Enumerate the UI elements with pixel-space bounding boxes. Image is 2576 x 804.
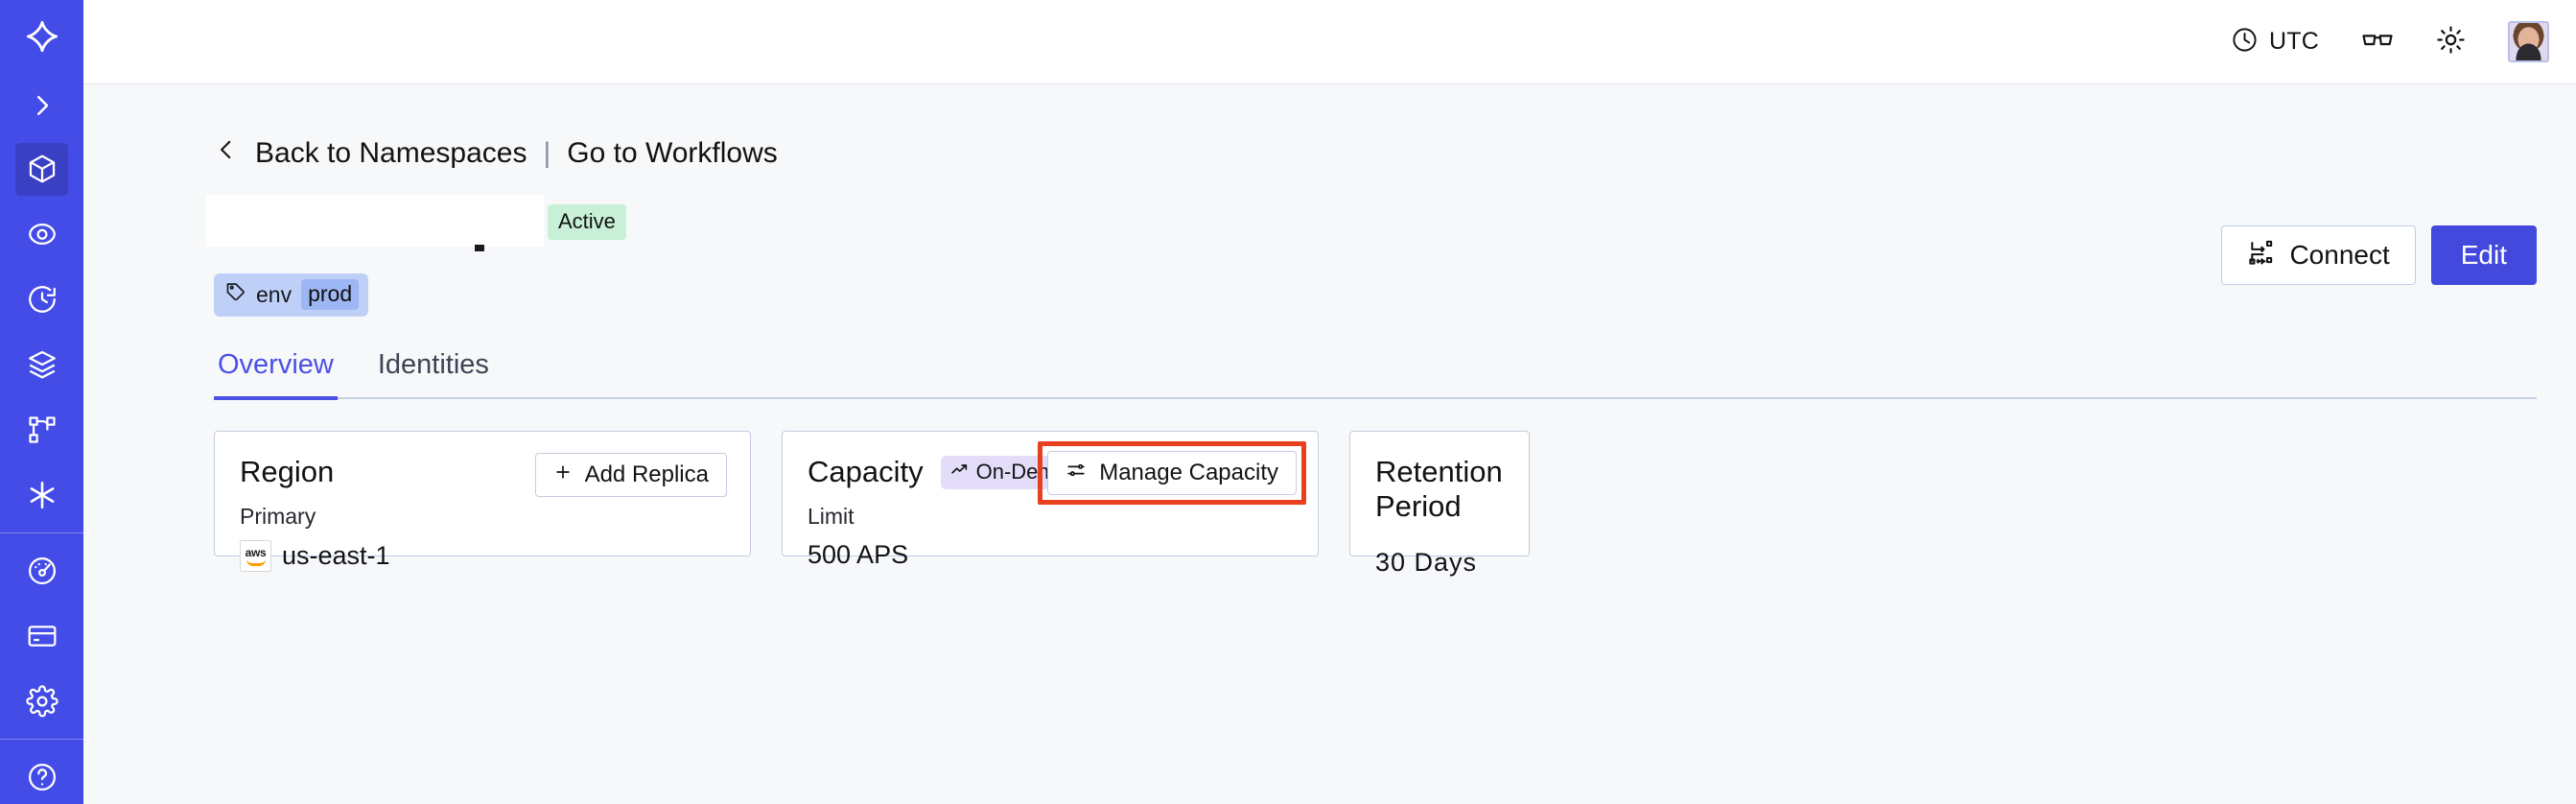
status-badge: Active — [548, 204, 626, 240]
region-card: Region Add Replica Primary aws us-east-1 — [214, 431, 751, 572]
sidebar-divider-2 — [0, 739, 83, 740]
tab-overview[interactable]: Overview — [214, 349, 338, 400]
sidebar-item-help[interactable] — [0, 745, 83, 804]
chevron-left-icon[interactable] — [214, 135, 239, 172]
sidebar — [0, 0, 83, 804]
sun-icon — [2436, 25, 2466, 59]
tab-bar: Overview Identities — [214, 349, 2537, 400]
trending-up-icon — [950, 460, 970, 485]
region-value-row: aws us-east-1 — [240, 540, 725, 572]
retention-card-title: Retention Period — [1375, 455, 1503, 523]
manage-capacity-label: Manage Capacity — [1099, 460, 1278, 485]
gauge-icon — [15, 545, 68, 598]
credit-card-icon — [15, 610, 68, 663]
sidebar-item-settings[interactable] — [0, 669, 83, 734]
retention-card: Retention Period 30 Days — [1349, 431, 1530, 577]
sidebar-item-nexus[interactable] — [0, 462, 83, 528]
eye-spiral-icon — [15, 208, 68, 261]
sidebar-divider-1 — [0, 532, 83, 533]
glasses-icon — [2361, 26, 2394, 58]
add-replica-button[interactable]: Add Replica — [534, 453, 727, 497]
region-card-title: Region — [240, 455, 335, 488]
sidebar-item-billing[interactable] — [0, 603, 83, 669]
namespace-tag[interactable]: env prod — [214, 273, 369, 317]
sidebar-item-batch[interactable] — [0, 332, 83, 397]
help-circle-icon — [15, 751, 68, 804]
connect-button-label: Connect — [2289, 240, 2390, 270]
capacity-limit-label: Limit — [808, 504, 855, 529]
region-value: us-east-1 — [282, 541, 390, 570]
namespace-title-row: Active — [206, 195, 2537, 272]
tag-row: env prod — [214, 273, 2537, 317]
gear-icon — [15, 675, 68, 728]
page-body: Back to Namespaces | Go to Workflows Act… — [83, 85, 2576, 804]
avatar[interactable] — [2508, 21, 2549, 62]
tag-key: env — [256, 281, 293, 307]
tag-value: prod — [301, 279, 360, 310]
header-actions: Connect Edit — [2221, 225, 2537, 285]
capacity-card: Capacity On-Demand — [782, 431, 1319, 569]
asterisk-icon — [15, 469, 68, 522]
namespace-title-redacted — [206, 195, 544, 247]
sliders-icon — [1066, 460, 1087, 487]
top-bar: UTC — [83, 0, 2576, 84]
namespace-title-sliver — [475, 245, 484, 251]
overview-cards: Region Add Replica Primary aws us-east-1 — [214, 431, 2537, 577]
region-card-head: Region — [240, 455, 725, 489]
sidebar-item-schedules[interactable] — [0, 267, 83, 332]
breadcrumb-separator: | — [543, 137, 551, 169]
tag-icon — [225, 281, 246, 308]
tab-identities[interactable]: Identities — [377, 349, 489, 380]
chevron-right-icon — [15, 80, 68, 132]
capacity-value: 500 APS — [808, 540, 909, 569]
capacity-card-title: Capacity — [808, 455, 924, 488]
back-to-namespaces-link[interactable]: Back to Namespaces — [255, 137, 527, 169]
theme-toggle-button[interactable] — [2436, 25, 2466, 59]
sidebar-item-workflows[interactable] — [0, 397, 83, 462]
reading-mode-button[interactable] — [2361, 26, 2394, 58]
temporal-star-logo-icon — [15, 12, 68, 64]
manage-capacity-highlight: Manage Capacity — [1038, 441, 1306, 505]
manage-capacity-button[interactable]: Manage Capacity — [1047, 451, 1297, 495]
aws-logo-icon: aws — [240, 540, 271, 572]
retention-card-head: Retention Period — [1375, 455, 1504, 524]
content-column: Back to Namespaces | Go to Workflows Act… — [206, 85, 2537, 577]
timezone-selector[interactable]: UTC — [2231, 26, 2319, 59]
timezone-label: UTC — [2269, 28, 2319, 55]
go-to-workflows-link[interactable]: Go to Workflows — [567, 137, 778, 169]
breadcrumb: Back to Namespaces | Go to Workflows — [214, 135, 2537, 172]
hierarchy-icon — [15, 404, 68, 457]
connection-flow-icon — [2247, 238, 2275, 272]
edit-button[interactable]: Edit — [2430, 225, 2537, 285]
sidebar-item-namespaces[interactable] — [0, 136, 83, 201]
connect-button[interactable]: Connect — [2221, 225, 2416, 285]
sidebar-item-observe[interactable] — [0, 201, 83, 267]
region-primary-label: Primary — [240, 504, 316, 529]
cube-icon — [15, 142, 68, 196]
add-replica-label: Add Replica — [584, 461, 709, 487]
sidebar-item-usage[interactable] — [0, 538, 83, 603]
sidebar-logo[interactable] — [0, 0, 83, 75]
sidebar-expand-button[interactable] — [0, 75, 83, 136]
clock-icon — [2231, 26, 2259, 59]
plus-icon — [553, 461, 573, 488]
retention-value: 30 Days — [1375, 548, 1478, 577]
clock-arrow-icon — [15, 273, 68, 326]
edit-button-label: Edit — [2460, 240, 2507, 270]
layers-icon — [15, 339, 68, 391]
